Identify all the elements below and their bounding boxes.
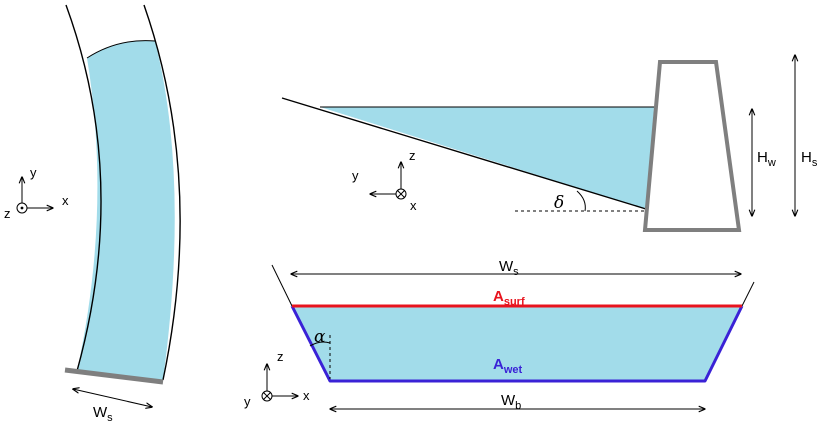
section-left-bank-extension bbox=[271, 264, 293, 307]
axis-y-label: y bbox=[244, 394, 251, 409]
axis-x-label: x bbox=[410, 198, 417, 213]
reservoir-bed-slope bbox=[281, 97, 647, 210]
wetted-perimeter-line bbox=[290, 305, 744, 383]
bank-angle-arc bbox=[309, 341, 331, 347]
axis-y-label: y bbox=[352, 168, 359, 183]
water-height-label: Hw bbox=[757, 149, 776, 169]
axis-z-label: z bbox=[409, 148, 416, 163]
water-surface-edge bbox=[86, 40, 156, 59]
section-right-bank-extension bbox=[741, 281, 755, 307]
dam-structure bbox=[642, 60, 742, 232]
top-width-label: Ws bbox=[499, 258, 519, 278]
axis-y-label: y bbox=[30, 165, 37, 180]
slope-angle-arc bbox=[576, 190, 586, 212]
plan-view: Ws y x z bbox=[4, 4, 181, 424]
channel-weir bbox=[64, 367, 164, 385]
surface-area-label: Asurf bbox=[493, 288, 525, 308]
axis-x-label: x bbox=[62, 193, 69, 208]
width-dimension-arrow bbox=[73, 389, 152, 407]
plan-axes: y x z bbox=[4, 165, 69, 221]
axis-x-label: x bbox=[303, 388, 310, 403]
section-water bbox=[292, 306, 742, 381]
bank-angle-label: α bbox=[314, 327, 326, 347]
section-axes: z y x bbox=[244, 349, 310, 409]
width-label: Ws bbox=[93, 404, 113, 424]
bottom-width-label: Wb bbox=[501, 392, 521, 412]
channel-water bbox=[77, 40, 175, 380]
cross-section: Ws Asurf Awet α Wb z y x bbox=[244, 258, 755, 412]
structure-height-label: Hs bbox=[801, 149, 818, 169]
wetted-area-label: Awet bbox=[493, 356, 523, 376]
reservoir-water bbox=[320, 107, 654, 209]
slope-angle-label: δ bbox=[554, 193, 564, 213]
axis-z-label: z bbox=[277, 349, 284, 364]
profile-view: δ Hw Hs z y x bbox=[281, 55, 818, 232]
channel-right-bank bbox=[143, 4, 181, 381]
channel-left-bank bbox=[65, 4, 102, 372]
profile-axes: z y x bbox=[352, 148, 417, 213]
axis-z-label: z bbox=[4, 206, 11, 221]
